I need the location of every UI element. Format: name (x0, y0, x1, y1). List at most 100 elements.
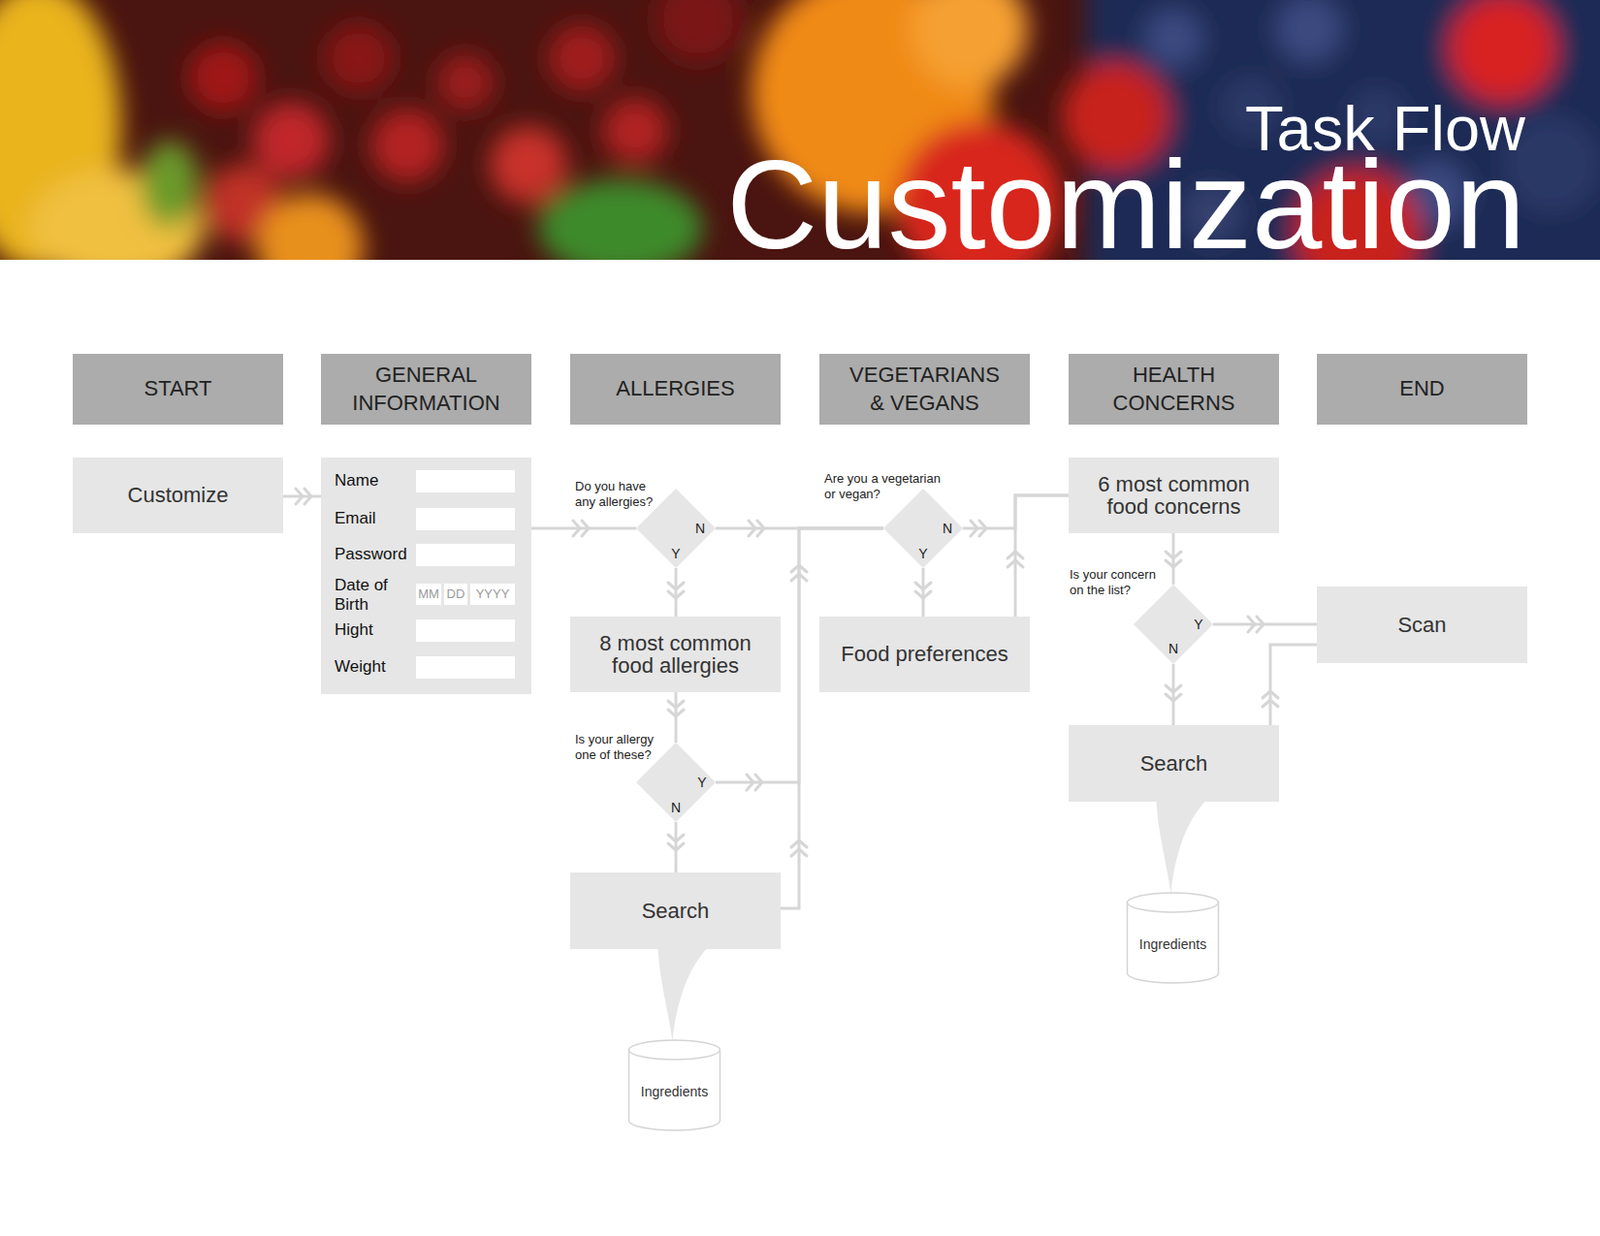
arrow-chevron (755, 774, 763, 791)
box-label: 8 most common food allergies (589, 632, 763, 677)
arrow-chevron (746, 774, 754, 791)
edge-label: Y (918, 545, 928, 562)
input-field (416, 470, 515, 493)
edge-label: Y (697, 774, 706, 791)
connector (780, 528, 884, 909)
arrow-chevron (970, 520, 978, 537)
diamond-fill (1133, 584, 1214, 665)
connector (1213, 616, 1317, 633)
connector-line (674, 822, 678, 873)
cylinder-body (1127, 902, 1219, 984)
field-placeholder: MM (416, 583, 442, 606)
column-header: START (72, 353, 284, 425)
decision-question: Is your allergy one of these? (575, 732, 665, 764)
header-label: START (143, 375, 212, 404)
arrow-chevron (757, 520, 765, 537)
arrow-chevron (791, 840, 807, 848)
box-label: Customize (128, 483, 229, 507)
field-placeholder: YYYY (470, 583, 515, 606)
arrow-chevron (1007, 551, 1024, 559)
decision-question: Do you have any allergies? (575, 479, 665, 511)
box-label: Scan (1397, 613, 1446, 637)
process-box: 8 most common food allergies (570, 616, 781, 693)
header-label: ALLERGIES (615, 375, 735, 404)
decision-question: Is your concern on the list? (1069, 567, 1159, 599)
field-label: Password (334, 544, 415, 565)
cylinder-top (629, 1040, 721, 1060)
connector-line (922, 568, 926, 617)
edge-label: Y (1193, 616, 1203, 633)
database-cylinder: Ingredients (627, 1038, 722, 1133)
arrow-chevron (668, 582, 684, 590)
arrow-chevron (748, 520, 756, 537)
data-funnel (1156, 801, 1206, 895)
arrow-chevron (1165, 551, 1182, 559)
column-header: GENERAL INFORMATION (320, 353, 532, 425)
arrow-chevron (1256, 616, 1264, 633)
header-label: HEALTH CONCERNS (1091, 361, 1257, 417)
edge-label: N (942, 520, 953, 537)
connector (1262, 644, 1317, 726)
arrow-chevron (668, 834, 684, 842)
edge-label: N (695, 520, 705, 537)
column-header: VEGETARIANS & VEGANS (819, 353, 1030, 425)
arrow-chevron (668, 701, 684, 708)
field-placeholder: DD (444, 583, 468, 606)
field-label: Email (334, 509, 413, 529)
input-field (416, 656, 515, 679)
arrow-chevron (1165, 694, 1182, 702)
arrow-chevron (581, 520, 589, 537)
cylinder-label: Ingredients (1139, 936, 1207, 954)
process-box: 6 most common food concerns (1068, 457, 1280, 534)
edge-label: N (671, 800, 681, 816)
connector (1165, 533, 1182, 585)
input-field (416, 544, 515, 567)
connector (283, 488, 321, 505)
connector-line (1015, 495, 1069, 617)
cylinder-top (1127, 893, 1219, 913)
box-label: Food preferences (840, 642, 1008, 666)
arrow-chevron (915, 582, 931, 590)
connector-line (1172, 664, 1176, 726)
diamond-fill (883, 488, 963, 569)
arrow-chevron (915, 591, 931, 599)
box-label: 6 most common food concerns (1088, 473, 1261, 518)
edge-label: N (1168, 640, 1179, 657)
connector (668, 568, 684, 617)
arrow-chevron (668, 591, 684, 599)
page-title: Customization (726, 141, 1526, 268)
arrow-chevron (304, 488, 312, 505)
process-box: Food preferences (819, 616, 1030, 693)
input-field (416, 619, 515, 642)
input-field (416, 508, 515, 531)
box-label: Search (1140, 752, 1209, 775)
header-label: END (1399, 375, 1444, 404)
connector-line (674, 568, 678, 617)
arrow-chevron (1248, 616, 1255, 633)
field-label: Date of Birth (334, 576, 403, 615)
process-box: Search (570, 872, 781, 950)
decision-question: Are you a vegetarian or vegan? (824, 471, 951, 503)
field-label: Weight (334, 657, 413, 677)
column-header: END (1316, 353, 1528, 425)
arrow-chevron (573, 520, 580, 537)
connector-line (780, 528, 884, 909)
arrow-chevron (1165, 685, 1182, 693)
arrow-chevron (1007, 560, 1024, 568)
arrow-chevron (1262, 691, 1279, 699)
connector-line (531, 527, 637, 531)
connector (668, 822, 684, 873)
connector (915, 568, 931, 617)
connector (531, 520, 637, 537)
arrow-chevron (668, 843, 684, 851)
box-label: Search (641, 899, 710, 923)
connector-line (1270, 644, 1317, 726)
process-box: Search (1068, 725, 1280, 802)
page-subtitle: Task Flow (1245, 96, 1526, 160)
arrow-chevron (791, 849, 807, 857)
arrow-chevron (1262, 700, 1279, 707)
arrow-chevron (668, 709, 684, 717)
arrow-chevron (979, 520, 987, 537)
field-label: Name (334, 471, 413, 491)
connector (1165, 664, 1182, 726)
